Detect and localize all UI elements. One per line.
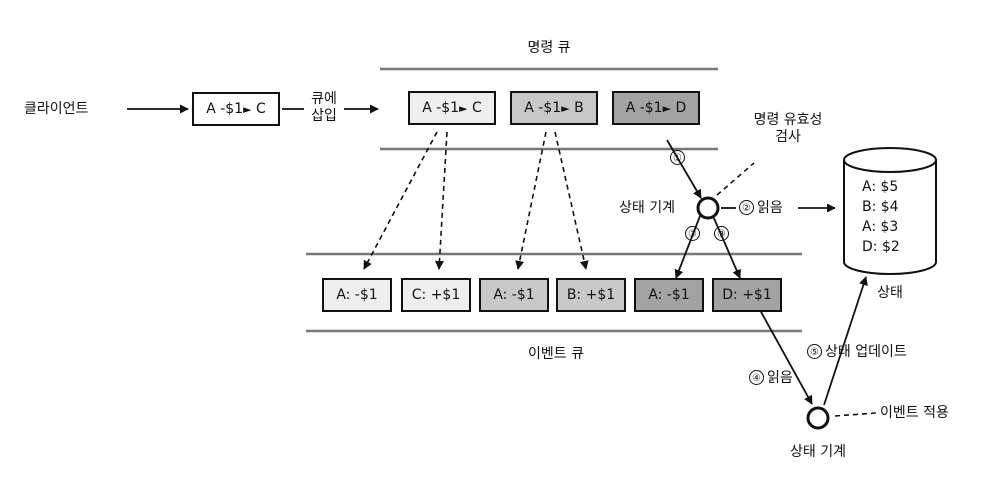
state-store-values: A: $5 B: $4 A: $3 D: $2 — [862, 177, 900, 257]
arrow-glyph-icon: ► — [561, 101, 570, 115]
event-item: A: -$1 — [479, 278, 549, 312]
arrow-glyph-icon: ► — [662, 101, 672, 115]
step-3-right-marker: ③ — [714, 226, 732, 243]
event-item: B: +$1 — [556, 278, 626, 312]
state-machine-2-node — [806, 406, 830, 430]
client-command-to: C — [256, 101, 266, 117]
state-machine-2-label: 상태 기계 — [790, 444, 846, 460]
command-item: A -$1► B — [510, 91, 598, 125]
command-item: A -$1► D — [612, 91, 700, 125]
step-1-marker: ① — [670, 150, 688, 167]
state-line: D: $2 — [862, 239, 900, 255]
step-2-number: ② — [739, 200, 754, 215]
validation-line-1: 명령 유효성 — [753, 112, 823, 128]
arrow-step-5 — [823, 276, 868, 406]
step-4-number: ④ — [749, 370, 764, 385]
arrow-step-1 — [666, 139, 702, 199]
validation-label: 명령 유효성 검사 — [754, 112, 823, 146]
validation-dashed-link — [716, 162, 755, 196]
step-1-number: ① — [670, 150, 685, 165]
enqueue-line-1: 큐에 — [311, 91, 337, 107]
arrow-step-4 — [759, 309, 813, 405]
command-from: A -$1 — [625, 100, 663, 116]
event-queue-title: 이벤트 큐 — [528, 346, 584, 362]
dashed-arrow-c-to-c — [434, 131, 448, 270]
event-item: A: -$1 — [634, 278, 704, 312]
state-machine-1-label: 상태 기계 — [619, 200, 675, 216]
step-5-number: ⑤ — [807, 344, 822, 359]
state-line: B: $4 — [862, 199, 899, 215]
enqueue-line-2: 삽입 — [311, 108, 337, 124]
event-item: D: +$1 — [712, 278, 782, 312]
command-from: A -$1 — [524, 100, 562, 116]
state-line: A: $5 — [862, 179, 899, 195]
state-machine-1-node — [696, 196, 720, 220]
step-3-left-marker: ③ — [685, 226, 703, 243]
dashed-arrow-b-to-b — [554, 131, 589, 270]
step-4-text: 읽음 — [767, 370, 793, 386]
arrow-glyph-icon: ► — [243, 102, 252, 116]
step-3-number: ③ — [714, 226, 729, 241]
event-item: C: +$1 — [401, 278, 471, 312]
command-from: A -$1 — [422, 100, 460, 116]
state-store-cylinder — [843, 147, 937, 275]
command-item: A -$1► C — [408, 91, 496, 125]
command-queue-title: 명령 큐 — [527, 40, 571, 56]
command-to: D — [675, 100, 687, 116]
client-label: 클라이언트 — [24, 101, 89, 117]
step-2-text: 읽음 — [757, 200, 783, 216]
client-command-box: A -$1► C — [192, 92, 280, 126]
command-to: C — [472, 100, 482, 116]
arrow-glyph-icon: ► — [459, 101, 468, 115]
dashed-arrow-b-to-a — [515, 131, 547, 270]
event-item: A: -$1 — [322, 278, 392, 312]
apply-event-label: 이벤트 적용 — [880, 405, 949, 421]
apply-event-dashed-link — [834, 412, 877, 417]
enqueue-label: 큐에 삽입 — [311, 91, 337, 125]
state-line: A: $3 — [862, 219, 899, 235]
dashed-arrow-c-to-a — [363, 131, 438, 270]
state-store-label: 상태 — [877, 285, 903, 301]
validation-line-2: 검사 — [775, 129, 801, 145]
command-to: B — [574, 100, 584, 116]
client-command-from: A -$1 — [206, 101, 244, 117]
step-5-text: 상태 업데이트 — [825, 344, 907, 360]
step-3-number: ③ — [685, 226, 700, 241]
